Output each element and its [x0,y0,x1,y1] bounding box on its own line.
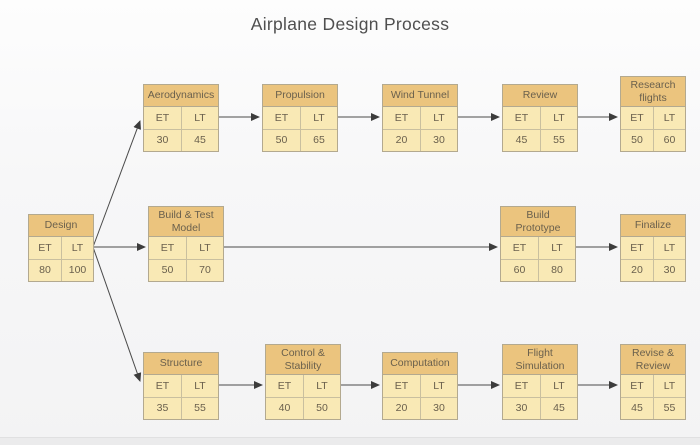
node-title: Control & Stability [266,345,340,375]
node-title: Design [29,215,93,237]
lt-label: LT [653,375,685,397]
node-computation[interactable]: Computation ET LT 20 30 [382,352,458,420]
node-title: Revise & Review [621,345,685,375]
node-finalize[interactable]: Finalize ET LT 20 30 [620,214,686,282]
node-title: Build Prototype [501,207,575,237]
lt-label: LT [181,107,218,129]
et-label: ET [383,375,420,397]
lt-value: 45 [181,129,218,151]
node-title: Finalize [621,215,685,237]
et-value: 30 [503,397,540,419]
et-value: 50 [263,129,300,151]
et-label: ET [383,107,420,129]
et-value: 50 [149,259,186,281]
et-label: ET [266,375,303,397]
lt-label: LT [420,107,457,129]
et-value: 80 [29,259,61,281]
lt-value: 55 [653,397,685,419]
et-label: ET [621,107,653,129]
et-value: 50 [621,129,653,151]
node-build-prototype[interactable]: Build Prototype ET LT 60 80 [500,206,576,282]
lt-label: LT [300,107,337,129]
et-value: 20 [383,129,420,151]
et-label: ET [503,375,540,397]
edge-design-aerodynamics [92,120,141,248]
lt-value: 45 [540,397,577,419]
et-value: 40 [266,397,303,419]
lt-value: 60 [653,129,685,151]
et-label: ET [621,375,653,397]
lt-value: 30 [653,259,685,281]
lt-value: 55 [181,397,218,419]
lt-label: LT [653,107,685,129]
et-value: 20 [621,259,653,281]
diagram-title: Airplane Design Process [250,14,450,34]
et-label: ET [144,375,181,397]
lt-label: LT [540,375,577,397]
lt-value: 100 [61,259,93,281]
lt-label: LT [61,237,93,259]
node-research-flights[interactable]: Research flights ET LT 50 60 [620,76,686,152]
lt-label: LT [538,237,575,259]
node-title: Research flights [621,77,685,107]
node-title: Wind Tunnel [383,85,457,107]
lt-value: 80 [538,259,575,281]
node-propulsion[interactable]: Propulsion ET LT 50 65 [262,84,338,152]
node-review[interactable]: Review ET LT 45 55 [502,84,578,152]
edge-design-structure [92,246,142,382]
node-title: Computation [383,353,457,375]
node-wind-tunnel[interactable]: Wind Tunnel ET LT 20 30 [382,84,458,152]
node-title: Propulsion [263,85,337,107]
et-value: 45 [503,129,540,151]
et-label: ET [29,237,61,259]
et-label: ET [149,237,186,259]
lt-label: LT [186,237,223,259]
et-value: 60 [501,259,538,281]
node-aerodynamics[interactable]: Aerodynamics ET LT 30 45 [143,84,219,152]
node-title: Flight Simulation [503,345,577,375]
lt-value: 65 [300,129,337,151]
node-title: Review [503,85,577,107]
lt-value: 55 [540,129,577,151]
node-title: Structure [144,353,218,375]
et-label: ET [263,107,300,129]
et-value: 35 [144,397,181,419]
lt-value: 30 [420,129,457,151]
lt-label: LT [181,375,218,397]
lt-label: LT [540,107,577,129]
et-value: 20 [383,397,420,419]
node-structure[interactable]: Structure ET LT 35 55 [143,352,219,420]
lt-label: LT [303,375,340,397]
node-flight-simulation[interactable]: Flight Simulation ET LT 30 45 [502,344,578,420]
lt-value: 50 [303,397,340,419]
node-build-test-model[interactable]: Build & Test Model ET LT 50 70 [148,206,224,282]
et-label: ET [621,237,653,259]
lt-label: LT [653,237,685,259]
node-design[interactable]: Design ET LT 80 100 [28,214,94,282]
et-value: 45 [621,397,653,419]
et-label: ET [503,107,540,129]
node-control-stability[interactable]: Control & Stability ET LT 40 50 [265,344,341,420]
lt-value: 30 [420,397,457,419]
node-title: Aerodynamics [144,85,218,107]
node-revise-review[interactable]: Revise & Review ET LT 45 55 [620,344,686,420]
node-title: Build & Test Model [149,207,223,237]
et-label: ET [144,107,181,129]
canvas-bottom-edge [0,437,700,445]
et-label: ET [501,237,538,259]
lt-value: 70 [186,259,223,281]
et-value: 30 [144,129,181,151]
lt-label: LT [420,375,457,397]
